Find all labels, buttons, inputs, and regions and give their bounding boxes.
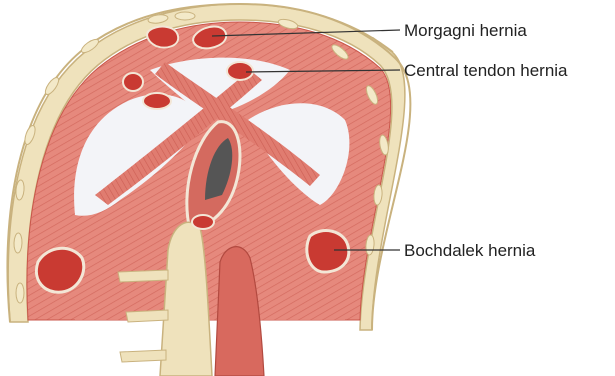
label-morgagni-hernia: Morgagni hernia xyxy=(404,21,527,40)
rib-2 xyxy=(126,310,168,322)
central-defect-1 xyxy=(123,73,143,91)
bochdalek-defect-left xyxy=(36,248,83,292)
central-defect-3 xyxy=(227,62,253,80)
label-central-tendon-hernia: Central tendon hernia xyxy=(404,61,568,80)
bochdalek-defect-right xyxy=(307,231,349,272)
morgagni-defect-left xyxy=(147,27,178,48)
central-defect-2 xyxy=(143,93,171,109)
rib-3 xyxy=(120,350,166,362)
rib-1 xyxy=(118,270,168,282)
caval-foramen xyxy=(192,215,214,229)
label-bochdalek-hernia: Bochdalek hernia xyxy=(404,241,536,260)
